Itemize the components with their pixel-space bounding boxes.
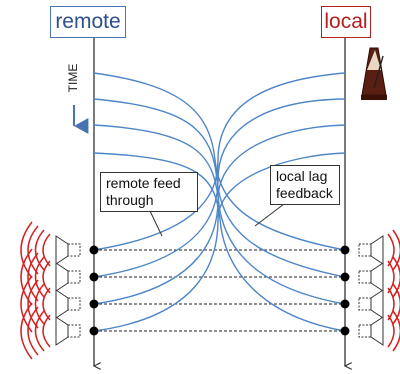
local-lag-callout: local lag feedback — [270, 165, 340, 205]
event-dot — [340, 245, 350, 255]
latency-curve — [93, 72, 346, 251]
feed-lines — [94, 249, 345, 332]
event-dots — [89, 245, 350, 336]
latency-curve — [93, 98, 346, 278]
latency-curve — [93, 152, 346, 332]
remote-feed-callout: remote feed through — [100, 172, 198, 212]
remote-label: remote — [50, 6, 126, 38]
event-dot — [89, 326, 99, 336]
speaker-icon — [55, 289, 81, 319]
speaker-icon — [55, 316, 81, 346]
event-dot — [89, 245, 99, 255]
sound-waves-left — [20, 221, 51, 360]
speaker-icon — [358, 289, 384, 319]
event-dot — [340, 272, 350, 282]
sound-waves-right — [387, 229, 400, 352]
latency-curve — [93, 98, 346, 278]
local-speakers — [358, 235, 384, 346]
event-dot — [89, 299, 99, 309]
local-label: local — [321, 6, 371, 38]
speaker-icon — [358, 262, 384, 292]
speaker-icon — [55, 262, 81, 292]
event-dot — [340, 299, 350, 309]
latency-curve — [93, 152, 346, 332]
latency-curves — [93, 72, 346, 332]
event-dot — [340, 326, 350, 336]
event-dot — [89, 272, 99, 282]
latency-curve — [93, 72, 346, 251]
latency-curve — [93, 124, 346, 305]
speaker-icon — [358, 235, 384, 265]
time-label: TIME — [66, 63, 80, 93]
callout-pointer-remote — [149, 210, 163, 237]
speaker-icon — [55, 235, 81, 265]
metronome-icon — [361, 47, 387, 100]
speaker-icon — [358, 316, 384, 346]
remote-speakers — [55, 235, 81, 346]
callout-pointer-local — [254, 203, 285, 227]
